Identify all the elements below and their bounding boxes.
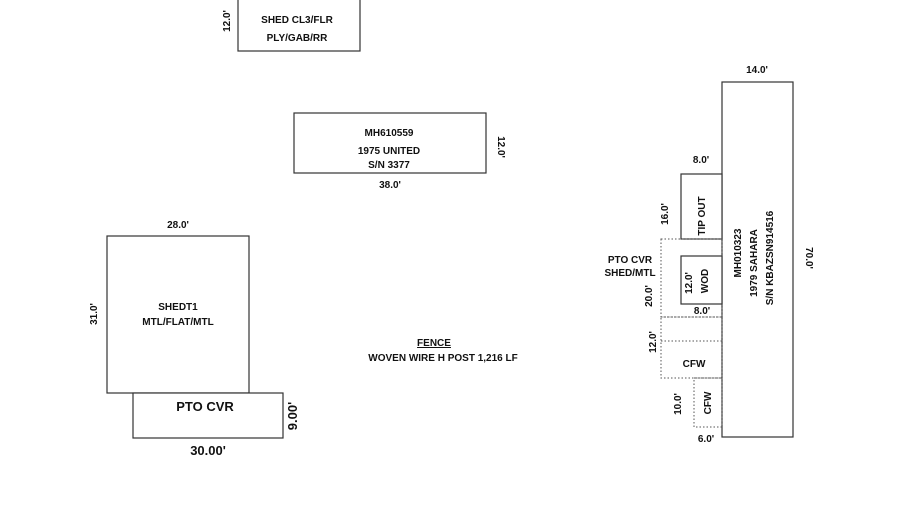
mh610559-depth: 12.0' [495, 136, 506, 158]
cfw-lower-structure: CFW 10.0' 6.0' [673, 377, 723, 445]
cfw-lower-name: CFW [703, 391, 714, 414]
shedt1-depth: 31.0' [89, 303, 100, 325]
fence-title: FENCE [417, 338, 451, 349]
fence-note: FENCE WOVEN WIRE H POST 1,216 LF [368, 338, 517, 364]
pto-cvr-left-structure: PTO CVR 30.00' 9.00' [132, 392, 300, 458]
mh010323-width: 14.0' [746, 65, 768, 76]
shed-cl3-outline [237, 0, 361, 52]
shedt1-structure: SHEDT1 MTL/FLAT/MTL 28.0' 31.0' [89, 220, 250, 394]
fence-detail: WOVEN WIRE H POST 1,216 LF [368, 353, 517, 364]
shedt1-detail: MTL/FLAT/MTL [142, 317, 213, 328]
cfw-lower-width: 6.0' [698, 434, 714, 445]
mh610559-id: MH610559 [365, 128, 414, 139]
mh010323-structure: MH010323 1979 SAHARA S/N KBAZSN914516 14… [721, 65, 814, 438]
pto-cvr-right-structure: PTO CVR SHED/MTL 20.0' [604, 238, 723, 318]
tip-out-name: TIP OUT [697, 196, 708, 235]
wod-width: 8.0' [694, 306, 710, 317]
mh010323-serial: S/N KBAZSN914516 [765, 210, 776, 305]
wod-outline [680, 255, 723, 305]
mh010323-id: MH010323 [733, 228, 744, 277]
shed-cl3-detail: PLY/GAB/RR [267, 33, 329, 44]
cfw-lower-depth: 10.0' [673, 393, 684, 415]
wod-depth: 12.0' [684, 272, 695, 294]
shed-cl3-depth: 12.0' [222, 10, 233, 32]
tip-out-depth: 16.0' [660, 203, 671, 225]
pto-cvr-right-depth: 20.0' [644, 285, 655, 307]
mh610559-outline [293, 112, 487, 174]
cfw-upper-name: CFW [683, 359, 706, 370]
shedt1-outline [106, 235, 250, 394]
pto-cvr-left-name: PTO CVR [176, 399, 234, 414]
shedt1-width: 28.0' [167, 220, 189, 231]
mh010323-outline [721, 81, 794, 438]
pto-cvr-left-width: 30.00' [190, 443, 226, 458]
mh010323-length: 70.0' [803, 247, 814, 269]
mh610559-year-make: 1975 UNITED [358, 146, 420, 157]
cfw-upper-structure: CFW 12.0' [648, 316, 723, 379]
mh610559-serial: S/N 3377 [368, 160, 410, 171]
wod-name: WOD [700, 269, 711, 293]
tip-out-outline [680, 173, 723, 240]
mh610559-length: 38.0' [379, 180, 401, 191]
tip-out-structure: TIP OUT 8.0' 16.0' [660, 155, 723, 240]
cfw-lower-outline [693, 377, 723, 428]
pto-cvr-right-name: PTO CVR [608, 255, 653, 266]
shed-cl3-structure: SHED CL3/FLR PLY/GAB/RR 12.0' [222, 0, 361, 52]
shed-cl3-name: SHED CL3/FLR [261, 15, 333, 26]
cfw-upper-outline [660, 316, 723, 379]
tip-out-width: 8.0' [693, 155, 709, 166]
wod-structure: WOD 12.0' 8.0' [680, 255, 723, 317]
shedt1-name: SHEDT1 [158, 302, 198, 313]
pto-cvr-left-depth: 9.00' [285, 402, 300, 430]
cfw-upper-depth: 12.0' [648, 331, 659, 353]
mh010323-year-make: 1979 SAHARA [749, 229, 760, 297]
pto-cvr-right-outline [660, 238, 723, 318]
pto-cvr-right-detail: SHED/MTL [604, 268, 655, 279]
mh610559-structure: MH610559 1975 UNITED S/N 3377 12.0' 38.0… [293, 112, 506, 191]
pto-cvr-left-outline [132, 392, 284, 439]
